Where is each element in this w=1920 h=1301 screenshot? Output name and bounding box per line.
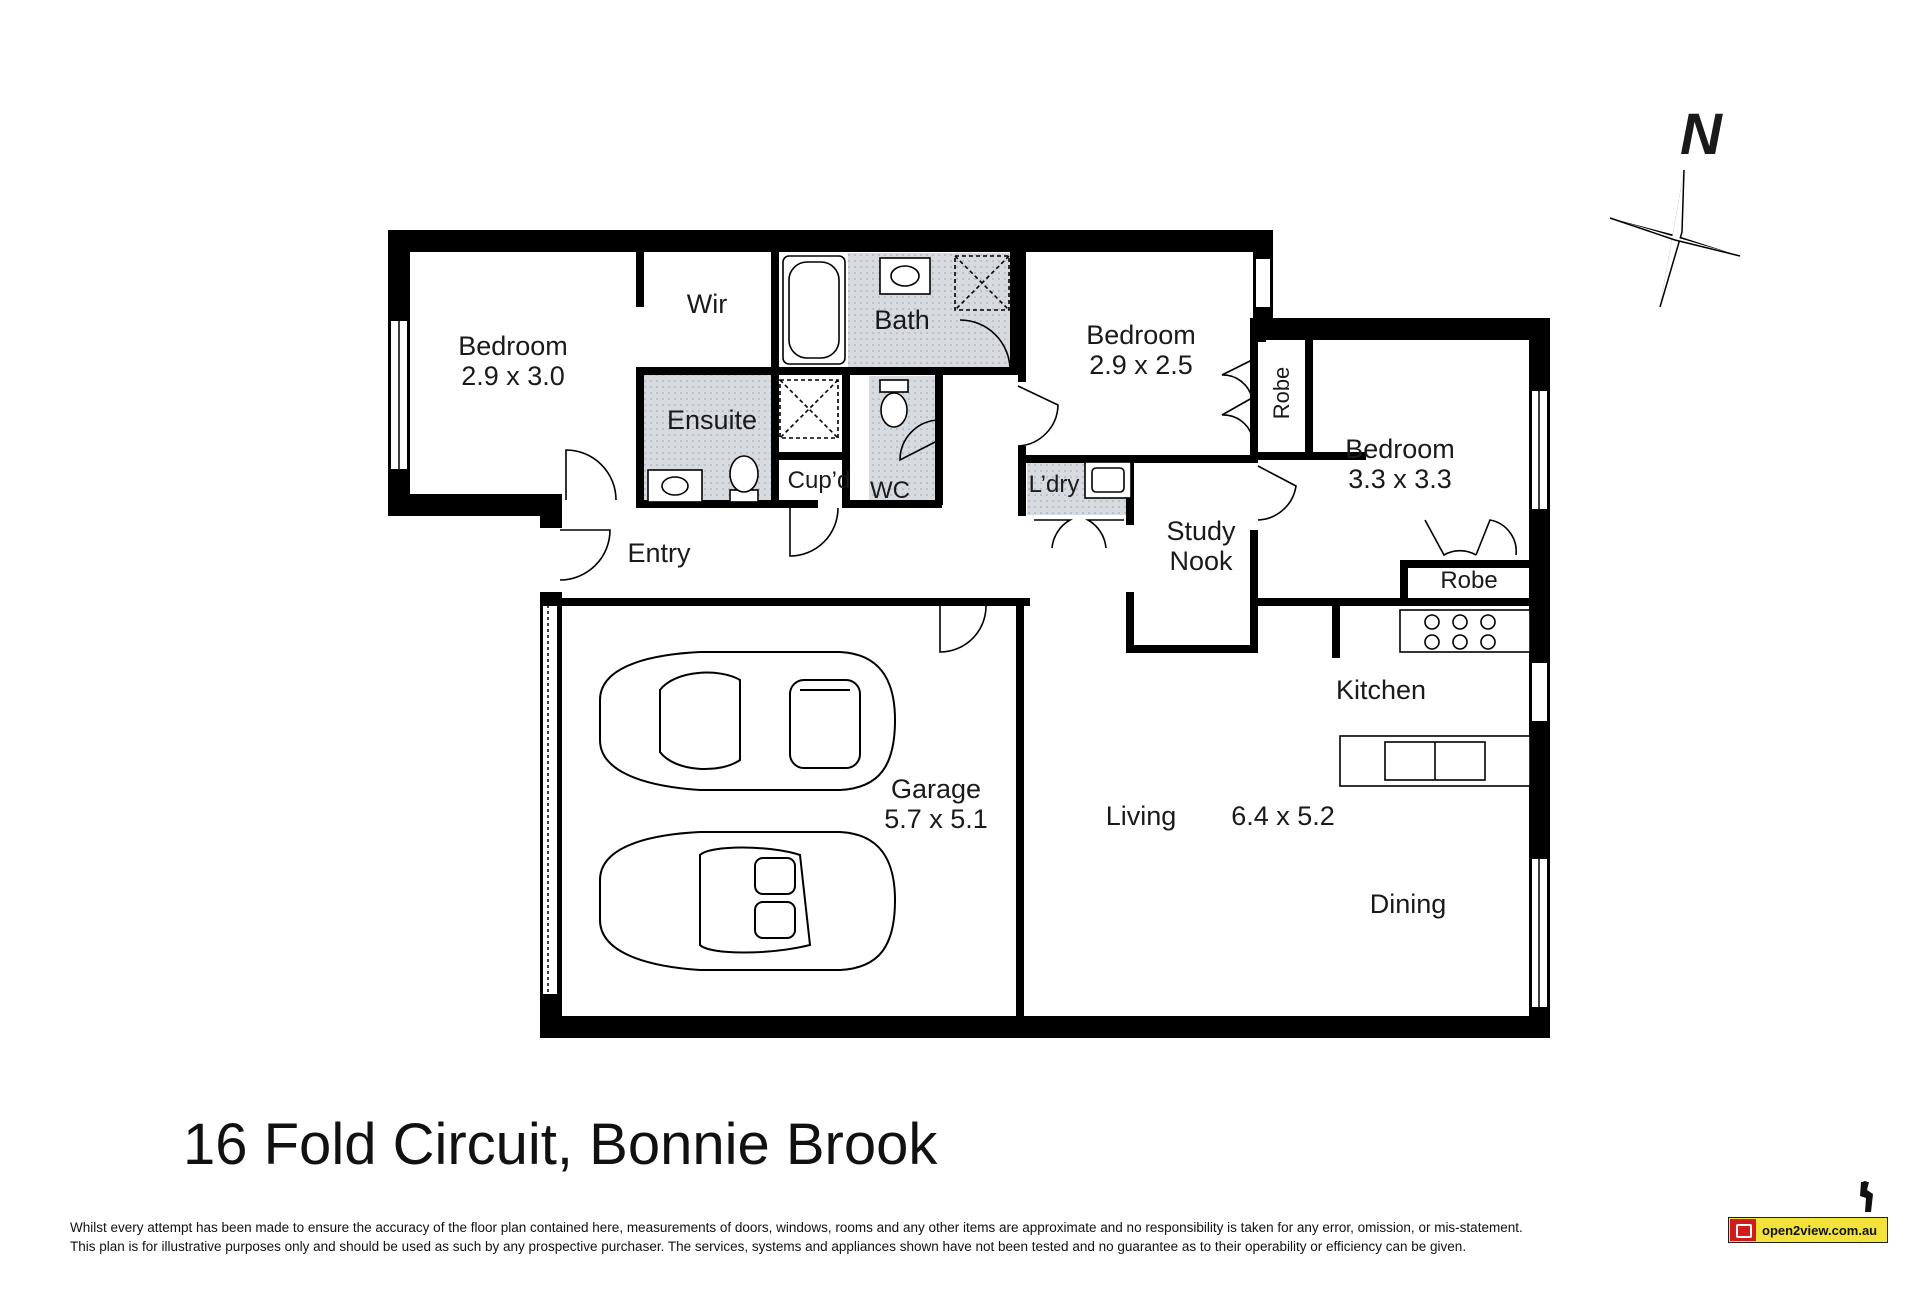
room-name: Bedroom xyxy=(1345,434,1455,464)
room-bedroom-2: Bedroom 2.9 x 2.5 xyxy=(1086,320,1196,380)
wc-floor xyxy=(869,376,939,505)
fixtures xyxy=(647,255,1531,787)
compass-icon xyxy=(1609,169,1741,308)
wc-door xyxy=(899,419,940,462)
room-garage: Garage 5.7 x 5.1 xyxy=(884,774,988,834)
bedroom3-door xyxy=(1257,465,1297,521)
room-living-size: 6.4 x 5.2 xyxy=(1231,801,1335,831)
room-wc: WC xyxy=(870,477,910,504)
robe2-doors xyxy=(1424,519,1517,557)
robe1-doors xyxy=(1221,359,1253,437)
room-wir: Wir xyxy=(686,289,728,319)
brand-badge[interactable]: open2view.com.au xyxy=(1728,1217,1888,1243)
garage-door xyxy=(939,605,987,653)
room-bath: Bath xyxy=(874,305,930,335)
room-bedroom-3: Bedroom 3.3 x 3.3 xyxy=(1345,434,1455,494)
room-kitchen: Kitchen xyxy=(1335,675,1427,705)
car-2-icon xyxy=(599,831,897,971)
room-size: 3.3 x 3.3 xyxy=(1348,464,1452,494)
room-name-line2: Nook xyxy=(1169,546,1233,576)
room-size: 2.9 x 2.5 xyxy=(1089,350,1193,380)
room-dining: Dining xyxy=(1369,889,1447,919)
disclaimer-line-1: Whilst every attempt has been made to en… xyxy=(70,1220,1523,1235)
doors xyxy=(559,319,1517,653)
car-1-icon xyxy=(599,651,897,791)
room-bedroom-1: Bedroom 2.9 x 3.0 xyxy=(458,331,568,391)
wc-cistern xyxy=(879,379,909,393)
room-entry: Entry xyxy=(627,538,691,568)
open2view-logo-icon xyxy=(1730,1219,1756,1241)
room-robe-2: Robe xyxy=(1440,567,1498,594)
property-address: 16 Fold Circuit, Bonnie Brook xyxy=(183,1112,938,1177)
room-name: Bedroom xyxy=(458,331,568,361)
room-cupboard: Cup’d xyxy=(787,467,851,494)
ensuite-shower xyxy=(779,379,839,439)
room-robe-1: Robe xyxy=(1269,366,1294,420)
brand-figure-icon xyxy=(1860,1181,1873,1212)
bedroom2-door xyxy=(1017,385,1059,447)
bath-shower xyxy=(954,255,1010,311)
laundry-doors xyxy=(1034,519,1124,549)
disclaimer-line-2: This plan is for illustrative purposes o… xyxy=(70,1239,1467,1254)
room-name: Garage xyxy=(890,774,982,804)
disclaimer: Whilst every attempt has been made to en… xyxy=(70,1218,1710,1256)
exterior-walls xyxy=(388,230,1550,1038)
room-ensuite: Ensuite xyxy=(666,405,758,435)
bedroom1-door xyxy=(565,449,617,501)
room-size: 2.9 x 3.0 xyxy=(461,361,565,391)
room-name: Bedroom xyxy=(1086,320,1196,350)
room-size: 5.7 x 5.1 xyxy=(884,804,988,834)
room-study-nook: Study Nook xyxy=(1166,516,1235,576)
hall-door xyxy=(789,507,839,557)
compass-north-label: N xyxy=(1680,102,1722,167)
entry-door xyxy=(559,529,611,581)
bath-door xyxy=(959,319,1011,371)
room-living: Living xyxy=(1105,801,1177,831)
room-name: Study xyxy=(1166,516,1236,546)
room-laundry: L’dry xyxy=(1028,471,1080,498)
brand-text: open2view.com.au xyxy=(1762,1222,1878,1238)
